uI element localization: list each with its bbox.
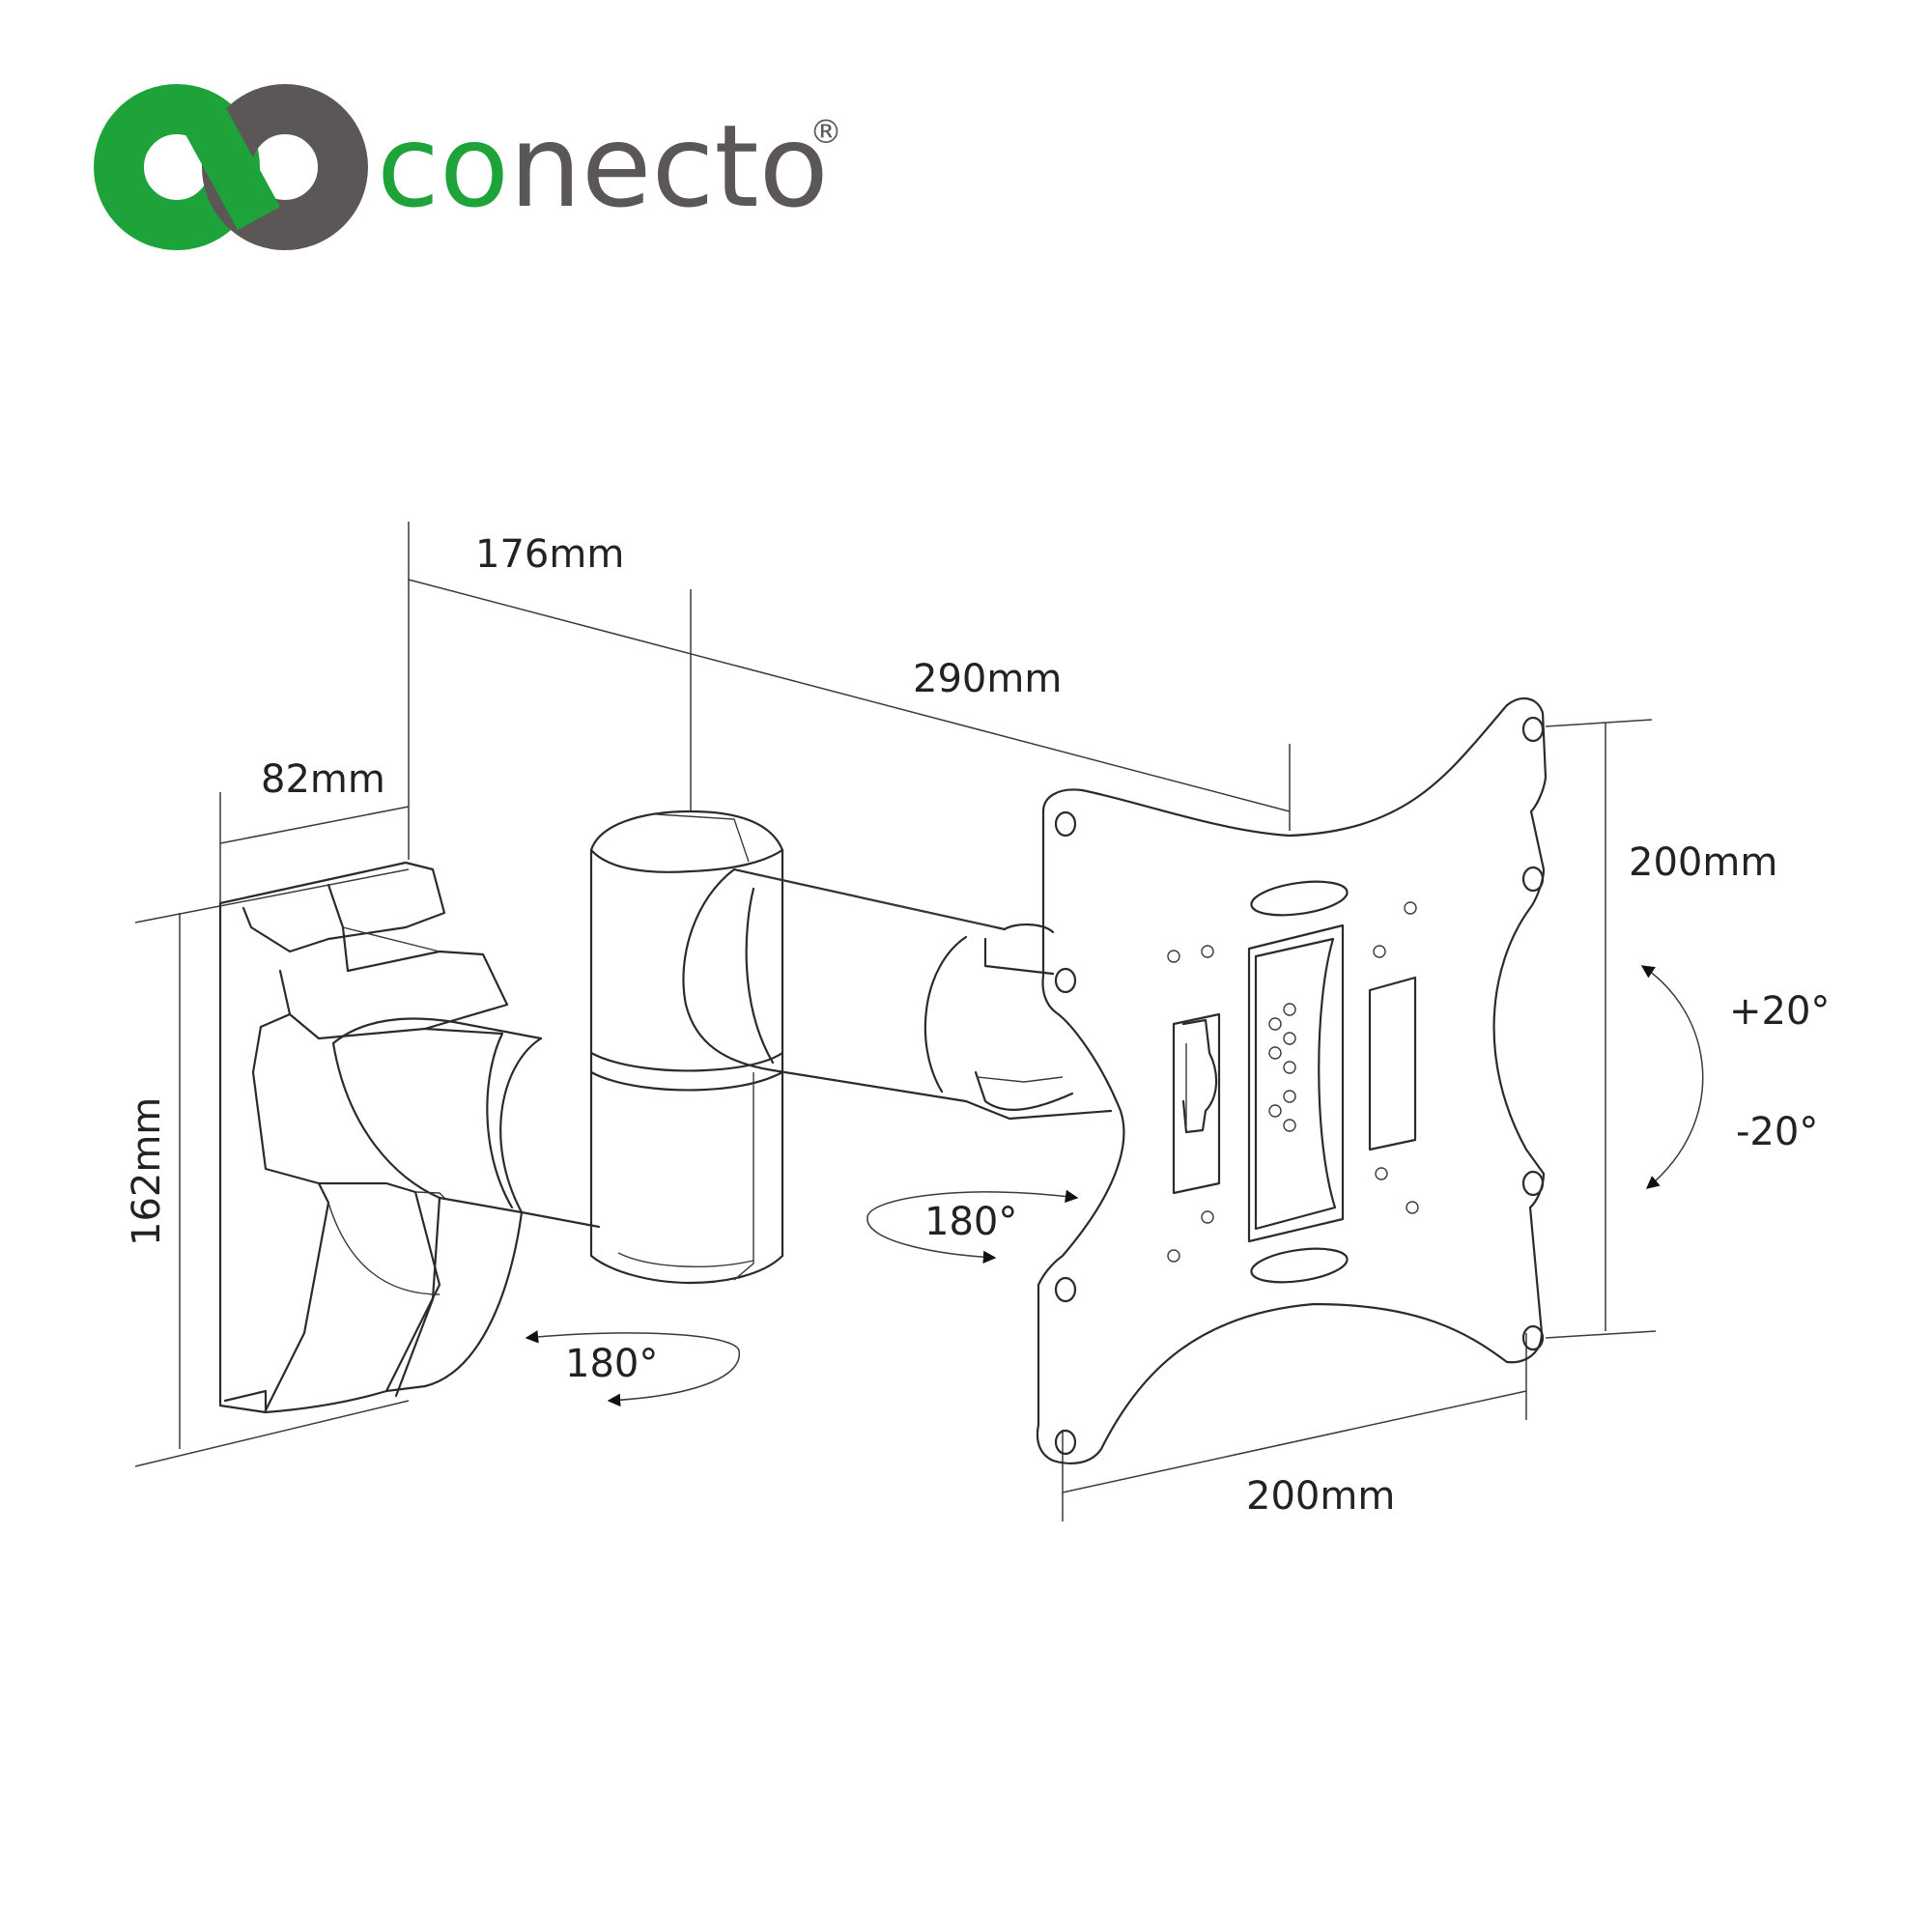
rotation-arrows <box>525 965 1704 1407</box>
label-wall-swivel: 180° <box>565 1342 658 1386</box>
brand-name: conecto <box>377 99 829 233</box>
label-vesa-vertical: 200mm <box>1629 840 1777 885</box>
label-tilt-down: -20° <box>1736 1110 1818 1154</box>
second-arm <box>682 867 1113 1121</box>
label-arm-swivel: 180° <box>924 1200 1017 1244</box>
dimension-lines <box>134 522 1657 1521</box>
first-arm <box>331 1017 601 1229</box>
label-vesa-horizontal: 200mm <box>1246 1474 1395 1519</box>
brand-name-part2: necto <box>509 99 829 233</box>
brand-logo: conecto ® <box>94 84 842 250</box>
label-wall-depth: 82mm <box>261 757 385 802</box>
infinity-loop-logo-icon <box>94 84 368 250</box>
dimension-labels: 82mm 176mm 290mm 162mm 200mm 200mm 180° … <box>125 532 1830 1519</box>
wall-plate <box>218 861 524 1414</box>
brand-name-part1: co <box>377 99 509 233</box>
vesa-plate <box>1036 696 1548 1464</box>
label-tilt-up: +20° <box>1729 989 1830 1034</box>
label-arm-first: 176mm <box>475 532 624 577</box>
hinge-cylinder <box>589 810 784 1285</box>
label-height: 162mm <box>125 1097 169 1246</box>
label-arm-total: 290mm <box>913 657 1062 701</box>
registered-mark: ® <box>810 113 842 152</box>
